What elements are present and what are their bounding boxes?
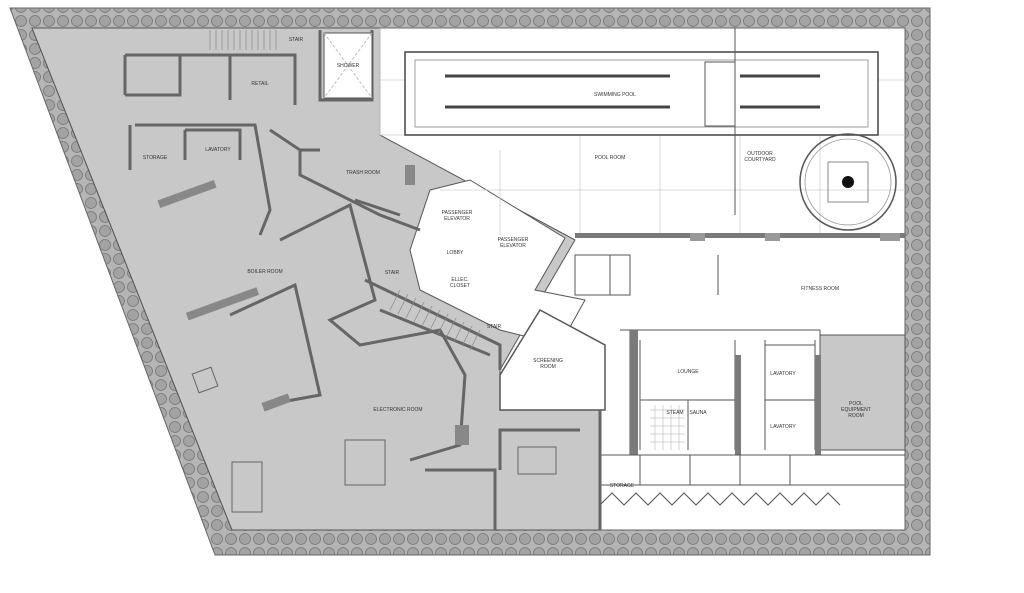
label-boiler-room: BOILER ROOM: [247, 269, 282, 275]
label-lobby: LOBBY: [447, 250, 464, 256]
courtyard-fountain: [799, 133, 897, 231]
swimming-pool: [404, 51, 879, 136]
stair-treads: [209, 30, 481, 351]
label-lavatory-upper: LAVATORY: [770, 371, 796, 377]
room-labels: STAIR SHOWER RETAIL STORAGE LAVATORY TRA…: [143, 37, 871, 489]
label-stair-top: STAIR: [289, 37, 304, 43]
amenity-walls: [574, 233, 905, 456]
label-steam: STEAM: [666, 410, 683, 416]
label-sauna: SAUNA: [689, 410, 707, 416]
label-pool-room: POOL ROOM: [595, 155, 626, 161]
label-stair-left: STAIR: [385, 270, 400, 276]
label-lounge: LOUNGE: [677, 369, 699, 375]
label-lavatory-lower: LAVATORY: [770, 424, 796, 430]
service-walls: [123, 30, 602, 530]
label-electronic-room: ELECTRONIC ROOM: [373, 407, 422, 413]
label-fitness-room: FITNESS ROOM: [801, 286, 839, 292]
label-storage-left: STORAGE: [143, 155, 168, 161]
label-retail: RETAIL: [251, 81, 268, 87]
label-stair-right: STAIR: [487, 324, 502, 330]
label-trash-room: TRASH ROOM: [346, 170, 380, 176]
pool-lanes: [445, 74, 820, 109]
shower-fixture: [323, 32, 373, 99]
storage-bays: [599, 454, 905, 506]
elevator-lobby-area: [409, 179, 586, 346]
label-shower: SHOWER: [337, 63, 360, 69]
pool-equipment-area: [819, 334, 906, 451]
label-storage-bottom: STORAGE: [610, 483, 635, 489]
screening-room-area: [499, 309, 606, 411]
equipment-pads: [157, 165, 557, 513]
label-swimming-pool: SWIMMING POOL: [594, 92, 636, 98]
label-lavatory-left: LAVATORY: [205, 147, 231, 153]
label-elec-closet: ELLEC.CLOSET: [450, 277, 470, 289]
